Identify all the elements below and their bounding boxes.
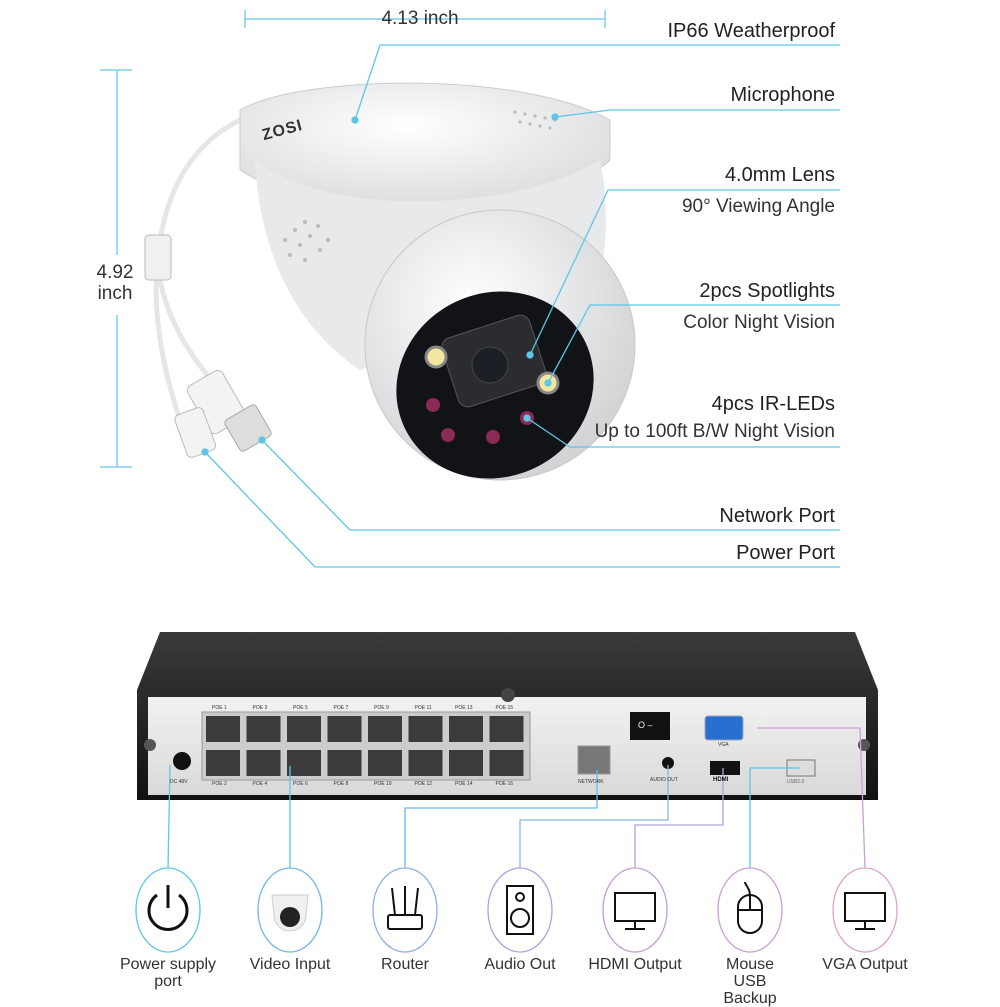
- monitor-icon: [844, 892, 886, 930]
- router-icon: [387, 886, 423, 930]
- poe-label: POE 13: [455, 705, 473, 711]
- feature-microphone: Microphone: [730, 84, 835, 106]
- poe-port: [449, 716, 483, 742]
- usb-label: USB2.0: [787, 779, 805, 785]
- nvr-callout-lines: [167, 727, 866, 869]
- feature-lens-sub: 90° Viewing Angle: [681, 196, 835, 217]
- feature-network-port: Network Port: [719, 505, 835, 527]
- poe-port: [287, 750, 321, 776]
- height-unit: inch: [97, 283, 133, 304]
- poe-port: [449, 750, 483, 776]
- poe-port: [408, 716, 443, 742]
- poe-label: POE 1: [212, 705, 227, 711]
- poe-label: POE 5: [293, 705, 308, 711]
- port-label-power: Power supply port: [119, 956, 217, 990]
- poe-port: [206, 716, 240, 742]
- port-label-router: Router: [380, 956, 430, 973]
- port-label-video: Video Input: [249, 956, 331, 973]
- poe-label: POE 16: [495, 781, 514, 787]
- port-label-audio: Audio Out: [484, 956, 556, 973]
- poe-label: POE 2: [212, 781, 227, 787]
- width-label: 4.13 inch: [381, 8, 459, 29]
- network-label: NETWORK: [578, 779, 604, 785]
- poe-label: POE 6: [293, 781, 308, 787]
- poe-port: [206, 750, 240, 776]
- poe-port: [287, 716, 321, 742]
- poe-port: [489, 750, 524, 776]
- poe-label: POE 8: [333, 781, 349, 787]
- height-dimension: [100, 69, 132, 468]
- monitor-icon: [614, 892, 656, 930]
- poe-port: [327, 750, 362, 776]
- poe-port: [368, 750, 402, 776]
- poe-label: POE 9: [374, 705, 389, 711]
- port-label-hdmi: HDMI Output: [588, 956, 682, 973]
- poe-label: POE 15: [495, 705, 514, 711]
- audio-label: AUDIO OUT: [650, 777, 678, 783]
- poe-port: [246, 750, 281, 776]
- connectors: [144, 234, 272, 458]
- poe-port: [246, 716, 281, 742]
- poe-label: POE 12: [414, 781, 433, 787]
- power-icon: [147, 885, 189, 931]
- port-label-vga: VGA Output: [822, 956, 908, 973]
- feature-ir-leds-sub: Up to 100ft B/W Night Vision: [594, 421, 835, 442]
- feature-spotlights-sub: Color Night Vision: [683, 312, 835, 333]
- speaker-icon: [506, 885, 534, 935]
- port-label-usb: Mouse USB Backup: [723, 956, 777, 1007]
- callout-lines: [201, 44, 840, 568]
- poe-label: POE 7: [333, 705, 349, 711]
- poe-port: [327, 716, 362, 742]
- feature-lens: 4.0mm Lens: [724, 164, 835, 186]
- poe-port: [489, 716, 524, 742]
- port-icon-circles: [135, 867, 898, 953]
- width-dimension: [244, 10, 606, 28]
- poe-label: POE 14: [455, 781, 473, 787]
- feature-spotlights: 2pcs Spotlights: [699, 280, 835, 302]
- poe-label: POE 11: [414, 705, 432, 711]
- vga-label: VGA: [718, 742, 729, 748]
- dome-camera: [239, 82, 636, 481]
- feature-power-port: Power Port: [736, 542, 835, 564]
- mouse-icon: [737, 881, 763, 934]
- poe-label: POE 3: [252, 705, 268, 711]
- nvr-recorder: [137, 632, 878, 800]
- hdmi-label: HDMI: [713, 777, 729, 783]
- poe-port: [408, 750, 443, 776]
- height-value: 4.92: [96, 262, 134, 283]
- height-label: 4.92 inch: [85, 262, 145, 304]
- feature-weatherproof: IP66 Weatherproof: [667, 20, 835, 42]
- poe-label: POE 10: [374, 781, 392, 787]
- power-switch[interactable]: O –: [638, 720, 653, 730]
- feature-ir-leds: 4pcs IR-LEDs: [711, 393, 835, 415]
- poe-label: POE 4: [252, 781, 268, 787]
- poe-port: [368, 716, 402, 742]
- dc-label: DC 48V: [170, 779, 188, 785]
- camera-icon: [271, 894, 309, 932]
